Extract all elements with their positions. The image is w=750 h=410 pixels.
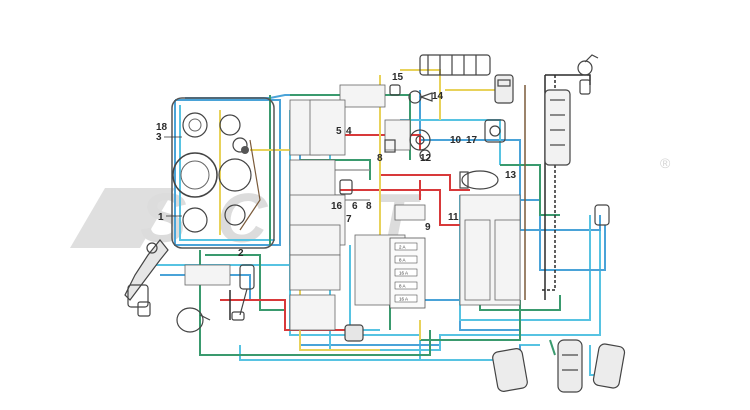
fuse-label: 8 A — [399, 258, 406, 263]
callout-2: 2 — [238, 248, 244, 259]
callout-16: 16 — [331, 201, 343, 212]
callout-17: 17 — [466, 135, 478, 146]
callout-18: 18 — [156, 122, 168, 133]
fuse-label: 16 A — [399, 297, 408, 302]
right-junction — [594, 204, 610, 226]
fuse-label: 16 A — [399, 271, 408, 276]
top-lamp-unit — [419, 54, 491, 76]
handlebar-switch — [231, 264, 255, 321]
ignition-key — [577, 54, 599, 95]
tail-lamp-right — [592, 343, 626, 389]
regulator — [494, 74, 514, 104]
callout-7: 7 — [346, 214, 352, 225]
right-control-box — [544, 89, 571, 166]
callout-8-secondary: 8 — [366, 201, 372, 212]
fuse-label: 2 A — [399, 245, 406, 250]
callout-6: 6 — [352, 201, 358, 212]
callout-11: 11 — [448, 212, 459, 223]
callout-3: 3 — [156, 132, 162, 143]
callout-13: 13 — [505, 170, 517, 181]
callout-8: 8 — [377, 153, 383, 164]
component-12 — [409, 129, 431, 161]
instrument-panel — [171, 97, 275, 249]
sensor-15 — [389, 84, 401, 96]
horn — [408, 90, 433, 104]
component-8 — [384, 139, 396, 153]
callout-5: 5 — [336, 126, 342, 137]
coil-17 — [484, 119, 506, 143]
fuse-label: 8 A — [399, 284, 406, 289]
callouts: 1 2 3 4 5 6 7 8 9 10 11 12 13 14 15 16 1… — [156, 72, 517, 259]
tail-lamp-center — [557, 339, 583, 393]
fuse-block: 2 A 8 A 16 A 8 A 16 A — [389, 237, 426, 309]
tail-lamp-left — [492, 348, 528, 392]
registered-mark: ® — [660, 155, 671, 171]
starter-motor — [459, 170, 499, 190]
callout-12: 12 — [420, 153, 432, 164]
left-switch-assembly — [124, 239, 169, 317]
flasher-relay — [344, 324, 364, 342]
component-16 — [339, 179, 353, 195]
bottom-horn — [176, 307, 211, 333]
callout-9: 9 — [425, 222, 431, 233]
callout-14: 14 — [432, 91, 444, 102]
components — [124, 54, 626, 393]
connector-blocks — [184, 84, 521, 331]
callout-15: 15 — [392, 72, 404, 83]
callout-10: 10 — [450, 135, 462, 146]
callout-1: 1 — [158, 212, 164, 223]
callout-4: 4 — [346, 126, 352, 137]
